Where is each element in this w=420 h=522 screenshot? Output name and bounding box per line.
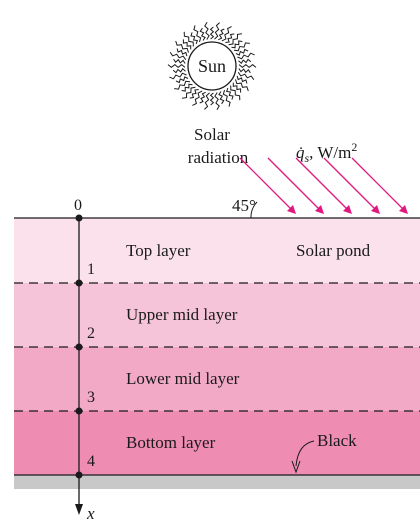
sun-ray xyxy=(189,89,199,99)
radiation-ray-arrowhead-1 xyxy=(287,205,296,214)
radiation-ray-arrowhead-2 xyxy=(315,205,324,214)
radiation-ray-4 xyxy=(323,157,377,211)
sun-ray xyxy=(235,79,249,92)
node-label-2: 2 xyxy=(87,325,95,342)
radiation-ray-arrowhead-5 xyxy=(399,205,408,214)
sun-ray xyxy=(225,33,235,43)
node-0 xyxy=(75,214,83,222)
node-1 xyxy=(75,279,83,287)
radiation-ray-2 xyxy=(267,157,321,211)
sun-ray xyxy=(231,40,243,49)
sun-ray xyxy=(238,63,257,69)
sun-icon: Sun xyxy=(167,21,257,111)
sun-ray xyxy=(235,48,249,56)
sun-ray xyxy=(237,52,255,60)
x-axis-label: x xyxy=(86,504,95,522)
sun-ray xyxy=(176,48,188,57)
black-pointer xyxy=(295,440,315,467)
sun-ray xyxy=(182,86,196,99)
node-label-4: 4 xyxy=(87,453,95,470)
node-4 xyxy=(75,471,83,479)
heat-flux-units-exponent: 2 xyxy=(351,140,357,154)
sun-ray xyxy=(226,87,234,100)
node-label-1: 1 xyxy=(87,261,95,278)
sun-ray xyxy=(169,52,187,60)
radiation-ray-arrowhead-3 xyxy=(343,205,352,214)
ground-strip xyxy=(14,475,420,489)
heat-flux-units: , W/m xyxy=(309,143,351,162)
sun-rays xyxy=(167,21,257,111)
sun-ray xyxy=(218,91,225,105)
sun-ray xyxy=(181,83,193,92)
black-pointer-arrowhead xyxy=(291,460,301,474)
layer-label-upper-mid: Upper mid layer xyxy=(126,305,238,324)
node-2 xyxy=(75,343,83,351)
sun-ray xyxy=(173,58,186,64)
layer-top xyxy=(14,218,420,283)
angle-arc xyxy=(250,201,258,219)
sun-ray xyxy=(222,89,231,107)
sun-ray xyxy=(232,82,242,93)
sun-ray xyxy=(193,25,202,43)
layer-label-lower-mid: Lower mid layer xyxy=(126,369,240,388)
layer-bottom xyxy=(14,411,420,475)
radiation-ray-5 xyxy=(351,157,405,211)
angle-label: 45° xyxy=(232,196,256,215)
sun-ray xyxy=(174,80,191,90)
black-label: Black xyxy=(317,431,357,450)
x-axis-arrowhead xyxy=(75,504,83,515)
sun-ray xyxy=(238,58,252,64)
sun-ray xyxy=(214,22,220,40)
sun-ray xyxy=(238,68,251,74)
node-label-3: 3 xyxy=(87,389,95,406)
layer-lower-mid xyxy=(14,347,420,411)
sun-ray xyxy=(214,92,220,111)
sun-ray xyxy=(204,21,210,40)
sun-ray xyxy=(167,63,186,69)
layer-label-bottom: Bottom layer xyxy=(126,433,216,452)
sun-ray xyxy=(172,68,186,74)
radiation-ray-3 xyxy=(295,157,349,211)
node-label-0: 0 xyxy=(74,197,82,214)
sun-ray xyxy=(209,92,215,106)
sun-ray xyxy=(228,33,242,46)
sun-disk xyxy=(187,41,237,91)
radiation-ray-arrowhead-4 xyxy=(371,205,380,214)
sun-ray xyxy=(218,28,225,41)
node-3 xyxy=(75,407,83,415)
solar-radiation-label-line2: radiation xyxy=(188,148,249,167)
sun-ray xyxy=(199,91,206,104)
layer-upper-mid xyxy=(14,283,420,347)
heat-flux-symbol: q̇ xyxy=(296,143,305,162)
sun-ray xyxy=(209,26,215,40)
sun-ray xyxy=(175,40,189,53)
sun-ray xyxy=(182,39,192,50)
radiation-rays xyxy=(239,157,408,214)
solar-radiation-label-line1: Solar xyxy=(194,125,230,144)
radiation-ray-1 xyxy=(239,157,293,211)
sun-ray xyxy=(233,42,250,52)
sun-ray xyxy=(175,76,189,84)
sun-ray xyxy=(237,72,255,80)
solar-pond-label: Solar pond xyxy=(296,241,371,260)
heat-flux-subscript: s xyxy=(305,151,310,165)
sun-ray xyxy=(204,92,210,110)
sun-ray xyxy=(199,27,206,41)
heat-flux-label: q̇s, W/m2 xyxy=(296,140,357,165)
sun-ray xyxy=(192,90,203,106)
sun-label: Sun xyxy=(198,56,226,76)
sun-ray xyxy=(169,72,187,80)
layer-label-top: Top layer xyxy=(126,241,191,260)
sun-ray xyxy=(190,32,198,45)
sun-ray xyxy=(221,26,232,42)
sun-ray xyxy=(183,31,194,47)
sun-ray xyxy=(236,75,248,84)
sun-ray xyxy=(230,85,241,101)
